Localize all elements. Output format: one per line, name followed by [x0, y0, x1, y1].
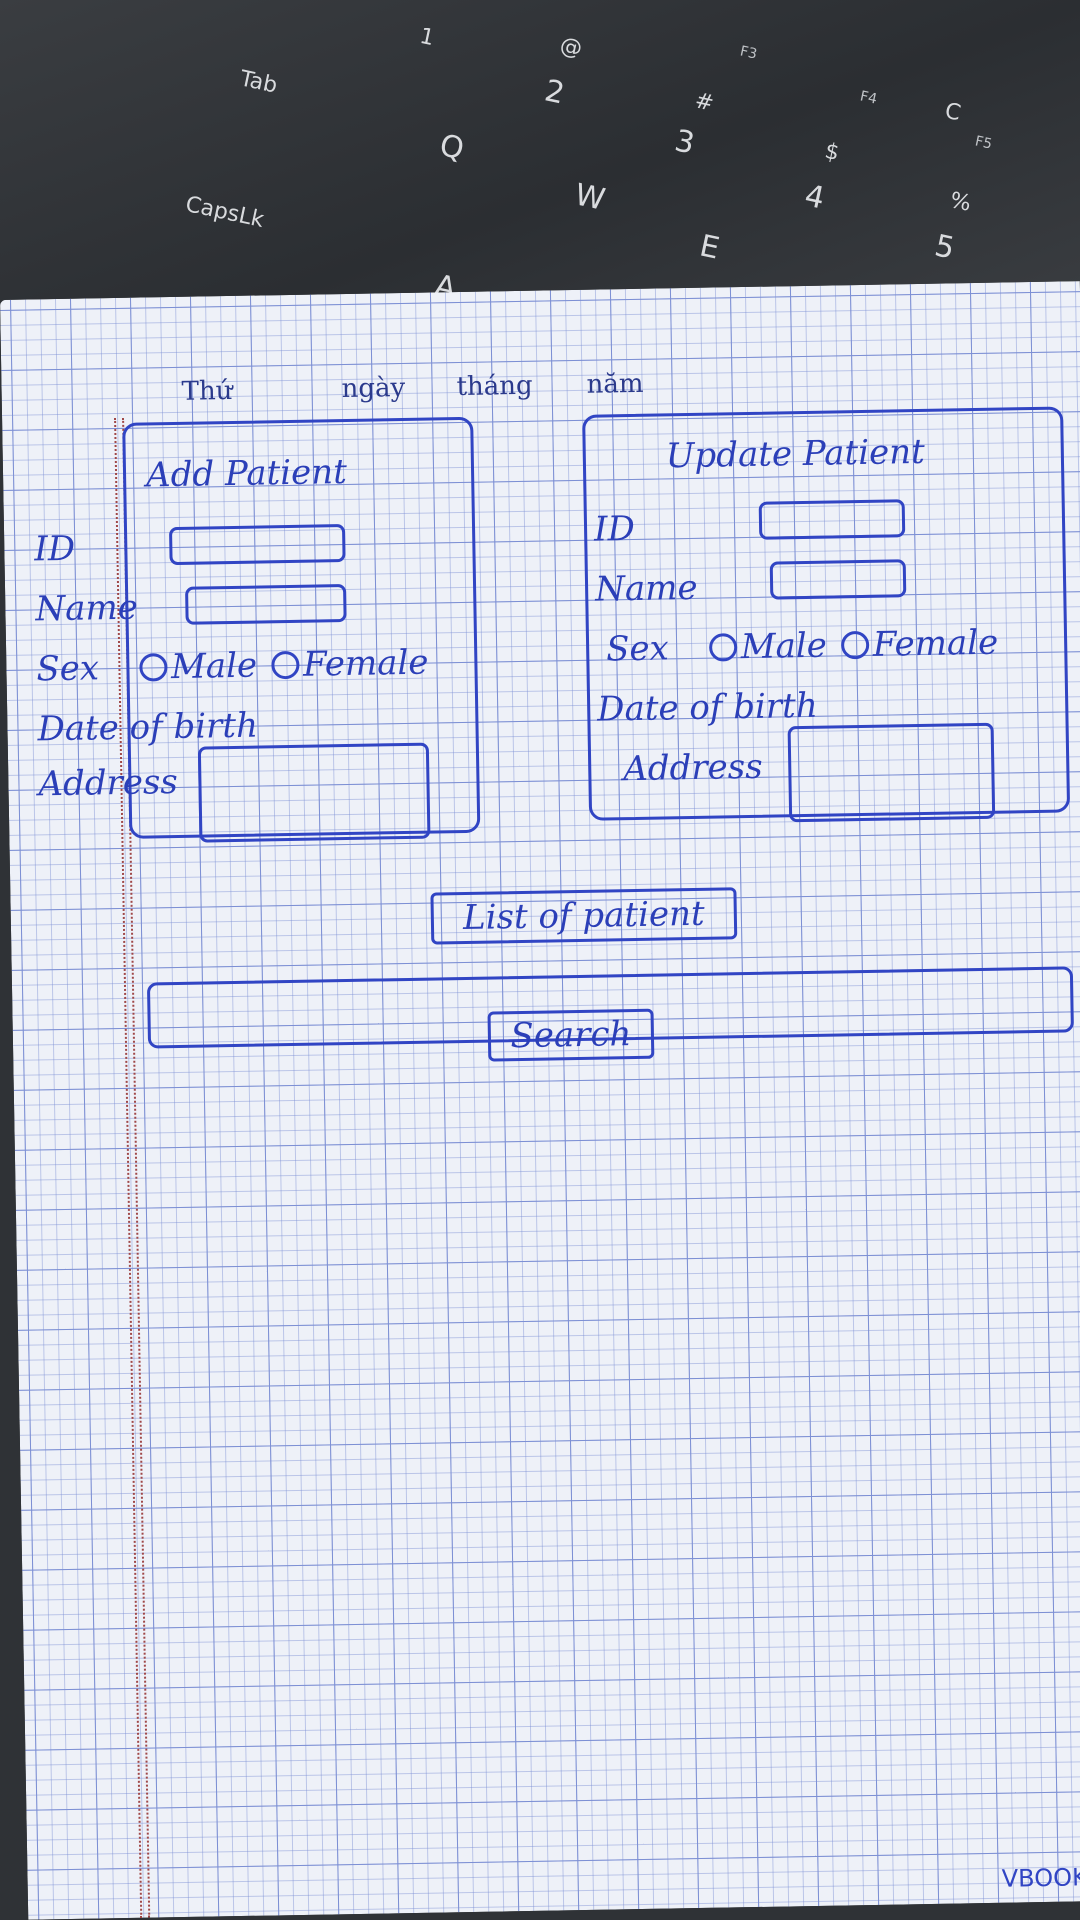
key-e: E [696, 228, 723, 267]
key-f5: F5 [973, 133, 994, 153]
add-female-label: Female [302, 642, 429, 685]
key-c: C [942, 98, 963, 127]
update-male-radio[interactable] [708, 633, 738, 662]
update-dob-label: Date of birth [596, 685, 818, 730]
key-2: 2 [541, 73, 568, 112]
key-1: 1 [417, 23, 437, 52]
list-of-patient-label: List of patient [462, 893, 705, 939]
header-ngay: ngày [341, 372, 406, 405]
key-dollar: $ [822, 138, 842, 167]
key-q: Q [436, 127, 468, 168]
key-percent: % [947, 188, 974, 217]
update-address-row: Address [623, 747, 763, 789]
add-name-label: Name [35, 587, 139, 630]
search-button[interactable]: Search [487, 1008, 655, 1062]
key-f3: F3 [738, 43, 759, 63]
add-dob-row: Date of birth [37, 706, 258, 750]
add-address-input[interactable] [197, 742, 431, 843]
add-id-label: ID [34, 528, 76, 570]
update-id-row: ID [594, 509, 635, 550]
add-id-row: ID [34, 529, 75, 570]
keyboard-background: Tab CapsLk 1 @ 2 Q W # 3 $ 4 E % 5 C A F… [0, 0, 1080, 330]
update-name-row: Name [595, 568, 698, 610]
header-thu: Thứ [181, 375, 233, 407]
add-sex-row: Sex Male Female [36, 643, 429, 690]
key-hash: # [692, 88, 716, 117]
key-3: 3 [671, 123, 698, 162]
add-address-label: Address [38, 761, 179, 805]
update-dob-row: Date of birth [597, 686, 818, 730]
key-f4: F4 [858, 88, 879, 108]
add-address-row: Address [38, 762, 178, 804]
update-address-label: Address [622, 746, 763, 790]
update-sex-label: Sex [605, 628, 670, 670]
add-patient-title: Add Patient [145, 451, 348, 496]
add-sex-label: Sex [36, 648, 100, 690]
key-capslock: CapsLk [183, 192, 267, 233]
key-4: 4 [801, 178, 828, 217]
notebook-page: Thứ ngày tháng năm Add Patient ID Name S… [0, 281, 1080, 1920]
update-name-input[interactable] [769, 559, 907, 600]
search-button-label: Search [510, 1014, 632, 1057]
add-dob-label: Date of birth [37, 705, 259, 750]
header-nam: năm [586, 368, 644, 400]
key-tab: Tab [237, 66, 280, 99]
add-male-label: Male [170, 645, 258, 688]
header-thang: tháng [456, 370, 533, 403]
update-female-radio[interactable] [840, 630, 870, 660]
key-at: @ [557, 32, 585, 63]
update-female-label: Female [872, 622, 999, 665]
notebook-brand: VBOOK [1001, 1863, 1080, 1893]
add-name-row: Name [35, 588, 138, 630]
update-sex-row: Sex Male Female [606, 623, 999, 670]
update-name-label: Name [594, 567, 698, 610]
add-name-input[interactable] [185, 584, 347, 625]
update-id-label: ID [593, 508, 636, 550]
update-id-input[interactable] [758, 499, 906, 540]
add-male-radio[interactable] [138, 653, 168, 682]
add-id-input[interactable] [168, 524, 346, 566]
update-address-input[interactable] [787, 722, 996, 823]
key-w: W [571, 177, 608, 218]
key-5: 5 [931, 228, 958, 267]
add-female-radio[interactable] [270, 650, 300, 680]
update-male-label: Male [740, 625, 828, 668]
update-patient-title: Update Patient [665, 431, 926, 477]
list-of-patient-button[interactable]: List of patient [430, 887, 738, 945]
